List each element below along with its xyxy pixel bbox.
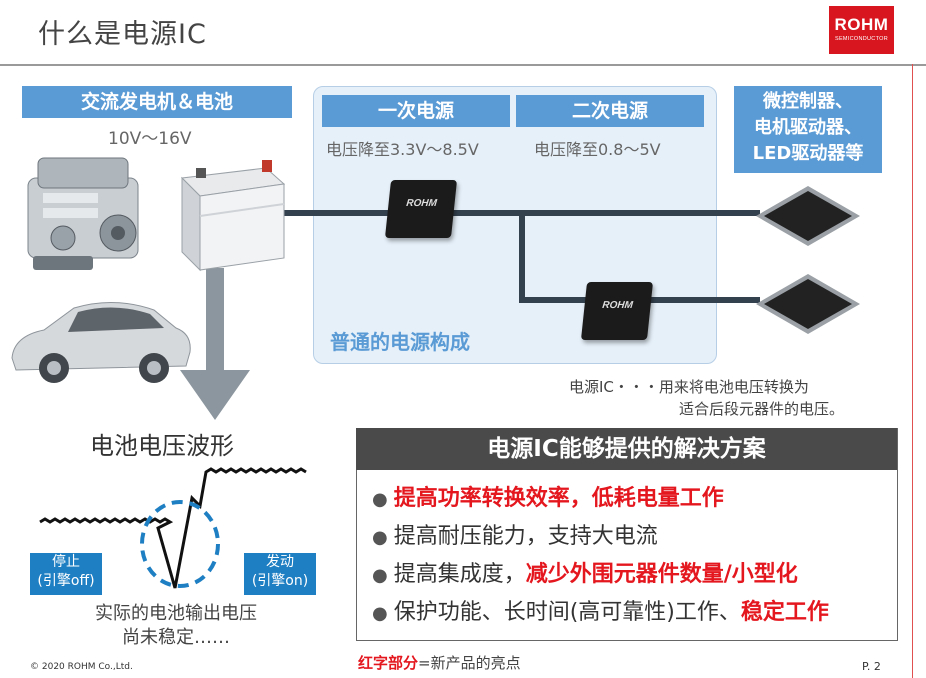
secondary-power-ic: ROHM <box>580 282 654 340</box>
stop-line-1: 停止 <box>52 554 80 570</box>
solution-text: 保护功能、长时间(高可靠性)工作、 <box>393 600 741 625</box>
solution-item: ●提高功率转换效率，低耗电量工作 <box>372 480 829 518</box>
start-line-2: (引擎on) <box>251 573 309 589</box>
waveform-caption-line-2: 尚未稳定…… <box>122 627 230 648</box>
engine-stop-label: 停止 (引擎off) <box>30 553 102 595</box>
solutions-header: 电源IC能够提供的解决方案 <box>356 428 897 470</box>
loads-line-1: 微控制器、 <box>763 91 853 112</box>
voltage-waveform <box>39 467 307 589</box>
arrow-head <box>180 370 250 420</box>
solution-text: 提高耐压能力，支持大电流 <box>393 524 658 549</box>
waveform-caption: 实际的电池输出电压 尚未稳定…… <box>76 602 276 650</box>
start-line-1: 发动 <box>266 554 294 570</box>
wire-lines <box>278 210 760 303</box>
ic-note-line-2: 适合后段元器件的电压。 <box>679 400 845 418</box>
solution-item: ●保护功能、长时间(高可靠性)工作、稳定工作 <box>372 594 829 632</box>
solution-item: ●提高集成度，减少外围元器件数量/小型化 <box>372 556 829 594</box>
primary-power-desc: 电压降至3.3V～8.5V <box>326 140 479 159</box>
solution-item: ●提高耐压能力，支持大电流 <box>372 518 829 556</box>
loads-line-2: 电机驱动器、 <box>754 117 862 138</box>
solution-text: 提高集成度， <box>393 562 526 587</box>
car-image <box>11 302 191 383</box>
loads-label: 微控制器、 电机驱动器、 LED驱动器等 <box>734 86 882 173</box>
solution-highlight-text: 减少外围元器件数量/小型化 <box>525 562 798 587</box>
waveform-line <box>39 467 307 589</box>
battery-image <box>180 160 286 272</box>
secondary-power-desc: 电压降至0.8～5V <box>534 140 661 159</box>
logo-main: ROHM <box>834 15 889 34</box>
waveform-title: 电池电压波形 <box>90 432 234 460</box>
branch-wire <box>519 213 760 303</box>
right-edge-line <box>912 64 913 678</box>
panel-caption: 普通的电源构成 <box>330 330 470 354</box>
chip-logo-secondary: ROHM <box>601 300 634 311</box>
stop-line-2: (引擎off) <box>37 573 95 589</box>
engine-start-label: 发动 (引擎on) <box>244 553 316 595</box>
chip-logo-primary: ROHM <box>405 198 438 209</box>
primary-power-label: 一次电源 <box>322 95 510 127</box>
source-label: 交流发电机＆电池 <box>22 86 292 118</box>
microcontroller-chip-2 <box>756 274 860 334</box>
ic-note-line-1: 电源IC・・・用来将电池电压转换为 <box>569 378 809 396</box>
bullet-dot: ● <box>372 565 388 586</box>
rohm-logo: ROHM SEMICONDUCTOR <box>829 6 894 54</box>
legend-red-part: 红字部分 <box>358 654 419 672</box>
microcontroller-chip-1 <box>756 186 860 246</box>
logo-sub: SEMICONDUCTOR <box>835 36 888 42</box>
solution-highlight-text: 提高功率转换效率，低耗电量工作 <box>393 486 724 511</box>
copyright: © 2020 ROHM Co.,Ltd. <box>30 662 133 672</box>
arrow-shaft <box>206 268 224 380</box>
secondary-power-label: 二次电源 <box>516 95 704 127</box>
highlight-legend: 红字部分=新产品的亮点 <box>358 652 521 673</box>
source-voltage: 10V～16V <box>108 129 192 149</box>
loads-line-3: LED驱动器等 <box>752 143 864 164</box>
title-divider <box>0 64 926 66</box>
primary-power-ic: ROHM <box>384 180 458 238</box>
bullet-dot: ● <box>372 489 388 510</box>
page-number: P. 2 <box>862 660 881 673</box>
engine-image <box>27 157 139 270</box>
waveform-caption-line-1: 实际的电池输出电压 <box>95 603 257 624</box>
solutions-list: ●提高功率转换效率，低耗电量工作●提高耐压能力，支持大电流●提高集成度，减少外围… <box>372 480 829 632</box>
power-config-panel <box>313 86 717 364</box>
bullet-dot: ● <box>372 603 388 624</box>
instability-highlight <box>140 500 220 588</box>
legend-rest: =新产品的亮点 <box>418 654 521 672</box>
page-title: 什么是电源IC <box>38 19 207 50</box>
solution-highlight-text: 稳定工作 <box>740 600 829 625</box>
bullet-dot: ● <box>372 527 388 548</box>
